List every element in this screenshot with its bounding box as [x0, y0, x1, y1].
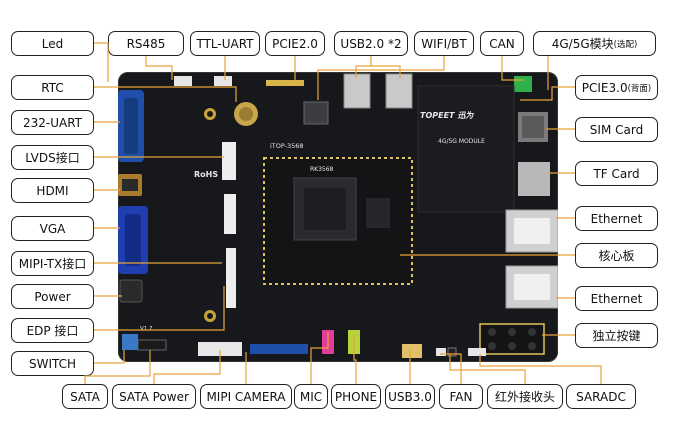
brand-logo: TOPEET 迅为: [420, 111, 474, 120]
usb2-port-2: [385, 73, 413, 109]
module-silk: 4G/5G MODULE: [438, 138, 485, 145]
label-edp: EDP 接口: [11, 318, 94, 343]
label-sata-power: SATA Power: [112, 384, 196, 409]
label-switch: SWITCH: [11, 351, 94, 376]
core-name-silk: iTOP-3568: [270, 142, 304, 150]
label-ethernet-2: Ethernet: [575, 286, 658, 311]
rs485-connector: [174, 76, 192, 86]
tf-slot: [518, 162, 550, 196]
chip-silk: RK3568: [310, 166, 334, 173]
lvds-connector: [222, 142, 236, 180]
ttl-uart-connector: [214, 76, 232, 86]
label-vga: VGA: [11, 216, 94, 241]
power-jack: [119, 279, 143, 303]
label-ir-receiver: 红外接收头: [487, 384, 563, 409]
usb3-port: [402, 344, 422, 358]
module-4g5g-area: [417, 85, 515, 213]
label-fan: FAN: [439, 384, 483, 409]
label-pcie3: PCIE3.0(背面): [575, 75, 658, 100]
version-silk: V1.7: [140, 326, 153, 332]
mipi-tx-connector: [224, 194, 236, 234]
label-pcie2: PCIE2.0: [265, 31, 325, 56]
rohs-mark: RoHS: [194, 170, 219, 179]
fan-connector: [436, 348, 446, 356]
wifi-module: [303, 101, 329, 125]
usb2-port-1: [343, 73, 371, 109]
pcie2-slot: [266, 80, 304, 86]
mipi-camera-connector: [250, 344, 308, 354]
sata-power-connector: [198, 342, 242, 356]
label-rtc: RTC: [11, 75, 94, 100]
label-core-board: 核心板: [575, 243, 658, 268]
label-power: Power: [11, 284, 94, 309]
edp-connector: [226, 248, 236, 308]
label-232-uart: 232-UART: [11, 110, 94, 135]
label-hdmi: HDMI: [11, 178, 94, 203]
label-wifi-bt: WIFI/BT: [414, 31, 474, 56]
label-phone: PHONE: [331, 384, 381, 409]
sata-connector: [137, 339, 167, 351]
label-mic: MIC: [294, 384, 328, 409]
label-usb2: USB2.0 *2: [334, 31, 408, 56]
label-ethernet-1: Ethernet: [575, 206, 658, 231]
label-usb3: USB3.0: [385, 384, 435, 409]
label-can: CAN: [480, 31, 524, 56]
label-sata: SATA: [62, 384, 108, 409]
switch: [122, 334, 138, 350]
label-tf-card: TF Card: [575, 161, 658, 186]
label-ttl-uart: TTL-UART: [190, 31, 260, 56]
label-sim-card: SIM Card: [575, 117, 658, 142]
saradc-connector: [468, 348, 486, 356]
label-mipi-camera: MIPI CAMERA: [200, 384, 292, 409]
label-4g5g: 4G/5G模块(选配): [533, 31, 656, 56]
label-saradc: SARADC: [566, 384, 636, 409]
label-led: Led: [11, 31, 94, 56]
label-mipi-tx: MIPI-TX接口: [11, 251, 94, 276]
label-button: 独立按键: [575, 323, 658, 348]
ir-receiver: [447, 347, 457, 357]
memory-chip: [366, 198, 390, 228]
label-lvds: LVDS接口: [11, 145, 94, 170]
